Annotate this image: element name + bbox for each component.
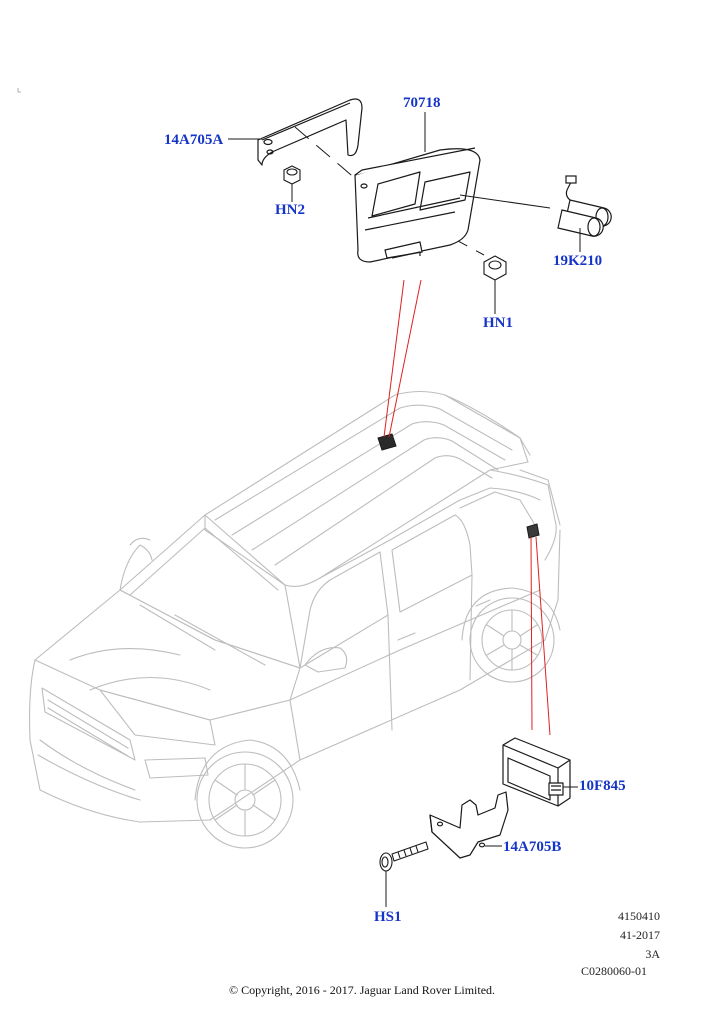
- corner-mark: [17, 88, 21, 93]
- callout-14a705b: 14A705B: [503, 839, 562, 855]
- callout-19k210: 19K210: [553, 253, 603, 269]
- copyright-notice: © Copyright, 2016 - 2017. Jaguar Land Ro…: [228, 983, 496, 997]
- callout-70718: 70718: [403, 95, 441, 111]
- module-70718: [354, 147, 481, 263]
- revision-code: 3A: [645, 947, 660, 961]
- screw-hs1: [379, 841, 429, 872]
- image-code: C0280060-01: [581, 964, 647, 978]
- battery-19k210: [557, 175, 612, 237]
- section-code: 41-2017: [620, 928, 660, 942]
- red-leader-lines: [383, 279, 551, 736]
- bracket-14a705b: [429, 791, 509, 859]
- vehicle-outline: [29, 390, 561, 849]
- nut-hn1: [483, 255, 507, 281]
- callout-10f845: 10F845: [579, 778, 626, 794]
- callout-hn2: HN2: [275, 202, 305, 218]
- callout-14a705a: 14A705A: [164, 132, 224, 148]
- callout-hs1: HS1: [374, 909, 402, 925]
- part-id: 4150410: [618, 909, 660, 923]
- callout-hn1: HN1: [483, 315, 513, 331]
- roof-module-location: [377, 433, 397, 451]
- module-10f845: [502, 737, 571, 807]
- bracket-14a705a: [257, 98, 363, 166]
- leader-70718-to-battery: [459, 194, 551, 209]
- rear-module-location: [526, 523, 540, 539]
- nut-hn2: [283, 165, 301, 185]
